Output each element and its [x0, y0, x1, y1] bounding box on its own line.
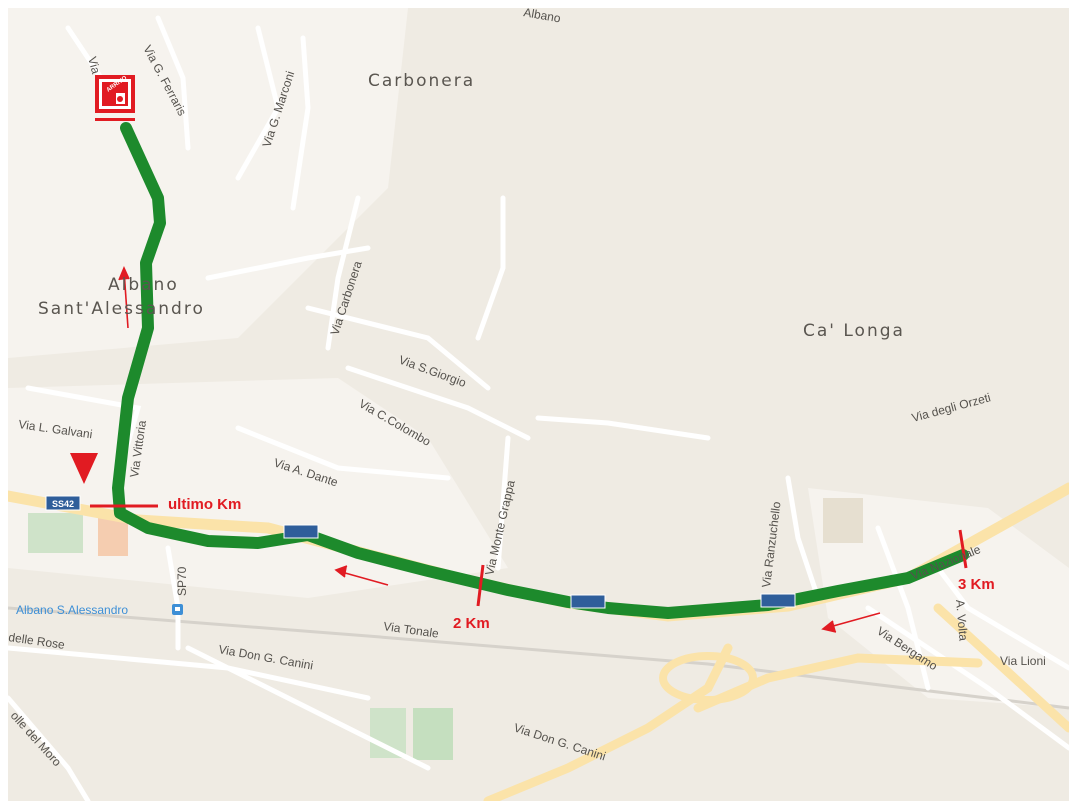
green-areas — [28, 498, 863, 760]
railway-line — [8, 606, 1069, 710]
street-top-left-via: Via — [85, 55, 103, 75]
train-station-icon — [172, 604, 183, 615]
km-ticks — [90, 504, 968, 607]
route-map[interactable]: SS42 ARRIVO Carbonera Albano Sant'Alessa… — [8, 8, 1069, 801]
arrow-up-icon — [118, 265, 130, 329]
street-lioni: Via Lioni — [1000, 654, 1046, 668]
start-triangle-icon — [70, 453, 98, 484]
place-albano-line2: Sant'Alessandro — [38, 299, 205, 319]
km-label-2: 2 Km — [453, 615, 490, 632]
finish-flag-icon — [116, 93, 125, 104]
street-sp70: SP70 — [175, 566, 189, 596]
place-ca-longa: Ca' Longa — [803, 321, 905, 341]
km-label-ultimo: ultimo Km — [168, 496, 241, 513]
arrow-left-icon — [821, 612, 881, 633]
route-shields — [283, 524, 796, 609]
station-label: Albano S.Alessandro — [16, 603, 128, 617]
km-label-3: 3 Km — [958, 576, 995, 593]
race-route — [112, 122, 969, 619]
station-poi[interactable]: Albano S.Alessandro — [16, 603, 183, 617]
street-volta: A. Volta — [953, 599, 971, 642]
ss42-label: SS42 — [52, 499, 74, 509]
finish-badge: ARRIVO — [95, 75, 135, 121]
place-carbonera: Carbonera — [368, 71, 475, 91]
arrow-left-icon — [334, 565, 389, 586]
place-albano-line1: Albano — [108, 275, 179, 295]
direction-arrows — [118, 265, 881, 633]
ss42-shield: SS42 — [45, 495, 81, 511]
